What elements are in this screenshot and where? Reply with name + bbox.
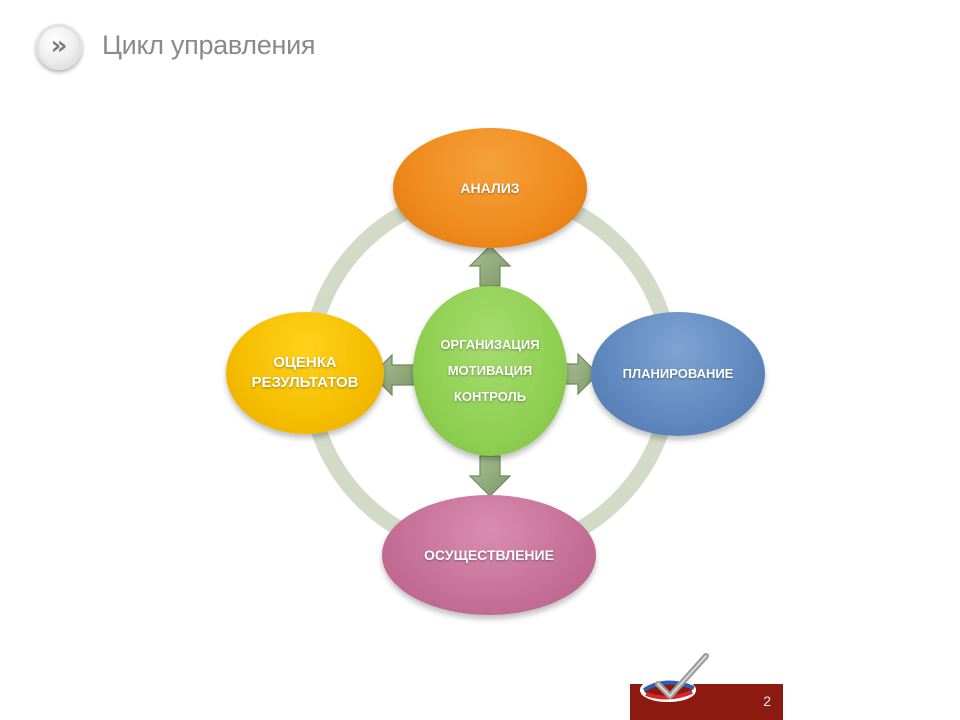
- checkmark-swoosh-logo-icon: [640, 653, 709, 702]
- node-analysis-label: АНАЛИЗ: [460, 180, 520, 196]
- node-execution: ОСУЩЕСТВЛЕНИЕ: [382, 495, 596, 615]
- arrow-down-icon: [468, 455, 512, 497]
- node-evaluation: ОЦЕНКА РЕЗУЛЬТАТОВ: [226, 312, 384, 434]
- node-center: ОРГАНИЗАЦИЯ МОТИВАЦИЯ КОНТРОЛЬ: [413, 286, 567, 456]
- node-analysis: АНАЛИЗ: [393, 128, 587, 248]
- page-title: Цикл управления: [102, 30, 316, 60]
- node-evaluation-label-line1: ОЦЕНКА: [273, 354, 337, 371]
- node-planning: ПЛАНИРОВАНИЕ: [591, 312, 765, 436]
- footer-band: 2: [630, 684, 783, 720]
- node-evaluation-label-line2: РЕЗУЛЬТАТОВ: [251, 374, 359, 391]
- badge-glyph: »: [50, 30, 68, 61]
- node-execution-label: ОСУЩЕСТВЛЕНИЕ: [424, 547, 554, 563]
- node-planning-label: ПЛАНИРОВАНИЕ: [622, 366, 734, 381]
- center-label-line2: МОТИВАЦИЯ: [447, 363, 533, 378]
- center-label-line1: ОРГАНИЗАЦИЯ: [440, 337, 540, 352]
- page-number: 2: [763, 693, 771, 709]
- center-label-line3: КОНТРОЛЬ: [453, 389, 527, 404]
- arrow-up-icon: [468, 245, 512, 287]
- double-chevron-right-icon[interactable]: »: [36, 24, 82, 70]
